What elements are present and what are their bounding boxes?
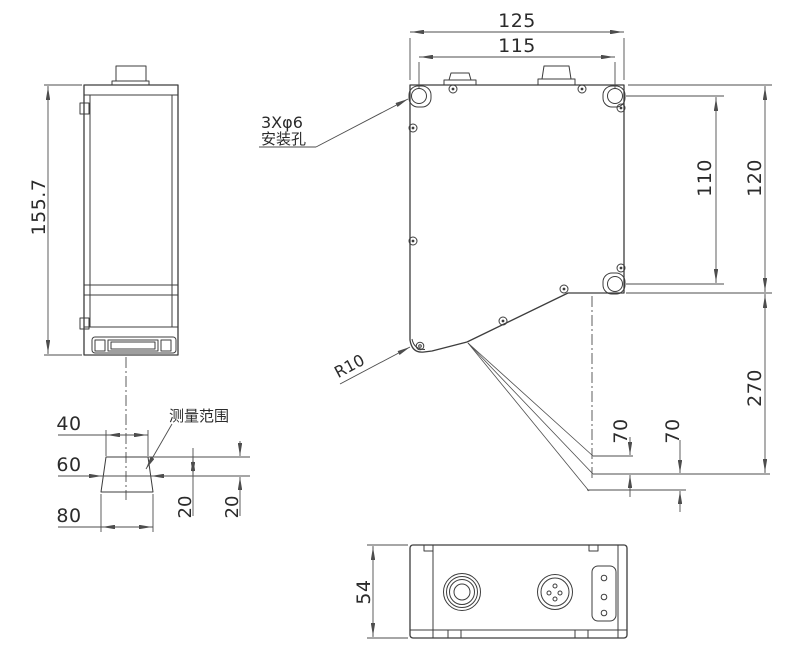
dim-range-near: 70 <box>610 418 633 497</box>
dim-hole-spacing-v: 110 <box>694 97 719 283</box>
led-indicator-panel <box>591 565 617 622</box>
dim-range-far: 70 <box>662 418 684 512</box>
dim-body-height: 120 <box>744 86 768 292</box>
connector-round-b <box>537 574 573 610</box>
svg-text:20: 20 <box>175 496 196 519</box>
connector-round-a <box>443 573 481 611</box>
front-body-outline <box>83 84 179 356</box>
dim-near-width: 40 <box>56 413 149 456</box>
side-view: 125 115 110 120 <box>259 10 772 512</box>
front-notch-bottom <box>79 317 90 330</box>
corner-radius-note: R10 <box>331 346 411 385</box>
front-laser-window <box>91 336 177 354</box>
svg-text:120: 120 <box>744 159 766 197</box>
bottom-body-outline <box>409 544 628 639</box>
dim-mid-width: 60 <box>56 454 164 479</box>
front-top-connector <box>111 65 150 86</box>
svg-text:20: 20 <box>222 496 243 519</box>
svg-text:270: 270 <box>744 369 766 407</box>
dim-reference-distance: 270 <box>744 294 768 473</box>
svg-text:3Xφ6: 3Xφ6 <box>261 113 303 132</box>
svg-text:125: 125 <box>498 10 536 32</box>
mounting-hole-note: 3Xφ6 安装孔 <box>259 98 409 148</box>
svg-text:R10: R10 <box>331 350 368 382</box>
svg-text:测量范围: 测量范围 <box>169 407 229 425</box>
svg-text:110: 110 <box>694 159 716 197</box>
dim-overall-width: 125 <box>409 10 625 80</box>
dim-far-width: 80 <box>56 494 154 532</box>
svg-text:60: 60 <box>56 454 81 476</box>
mounting-holes <box>408 85 626 295</box>
bottom-view: 54 <box>353 544 628 639</box>
dim-hole-spacing-h: 115 <box>418 35 616 88</box>
svg-text:115: 115 <box>498 35 536 57</box>
laser-beam <box>467 296 770 492</box>
measuring-range-label: 测量范围 <box>145 407 229 470</box>
svg-text:155.7: 155.7 <box>28 179 50 236</box>
dim-front-height: 155.7 <box>28 84 82 356</box>
side-top-connectors <box>443 65 576 86</box>
svg-text:54: 54 <box>353 579 375 604</box>
measuring-range-trapezoid <box>100 456 154 493</box>
side-body-outline <box>409 84 625 353</box>
dim-far-depth: 20 <box>222 441 243 518</box>
svg-text:70: 70 <box>662 418 684 443</box>
front-notch-top <box>79 102 90 115</box>
svg-text:70: 70 <box>610 418 632 443</box>
svg-text:安装孔: 安装孔 <box>261 130 306 148</box>
dim-bottom-depth: 54 <box>353 544 408 639</box>
svg-text:40: 40 <box>56 413 81 435</box>
screws <box>408 84 626 326</box>
dim-near-depth: 20 <box>175 448 196 518</box>
svg-text:80: 80 <box>56 505 81 527</box>
front-view: 155.7 40 60 80 <box>28 65 250 532</box>
